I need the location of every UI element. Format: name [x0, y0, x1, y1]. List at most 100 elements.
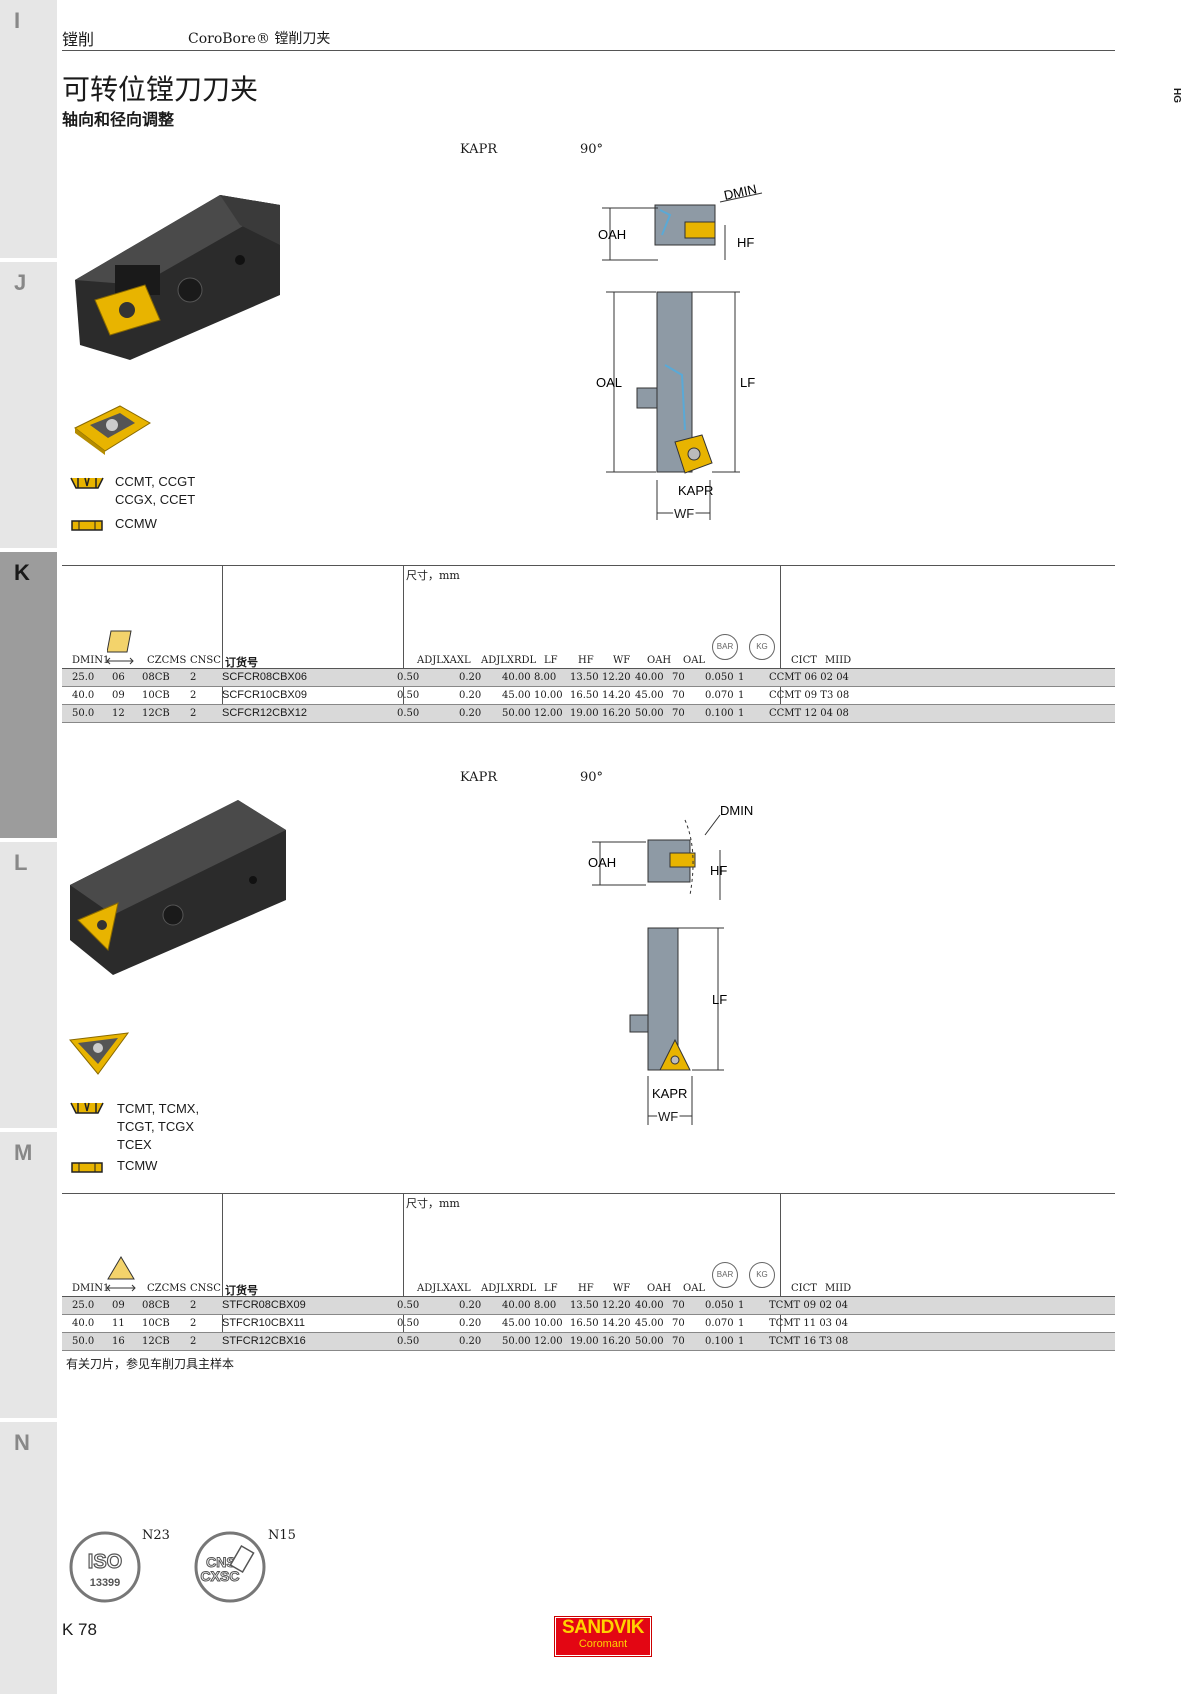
table-cell: 1: [738, 1300, 745, 1311]
table-cell: 0.50: [397, 690, 420, 701]
table-cell: 45.00: [635, 690, 664, 701]
table-cell: 16.20: [602, 708, 631, 719]
tab-i[interactable]: I: [0, 0, 57, 262]
col-header: CICT: [791, 1283, 817, 1294]
col-header: ADJLXAXL: [417, 655, 471, 666]
table-cell: TCMT 11 03 04: [769, 1318, 848, 1329]
tab-letter: J: [14, 270, 27, 295]
logo-wordmark: SANDVIK: [561, 1617, 645, 1638]
tab-l[interactable]: L: [0, 842, 57, 1132]
table-cell: 70: [672, 1336, 685, 1347]
table-cell: 0.50: [397, 708, 420, 719]
col-header: MIID: [825, 1283, 852, 1294]
side-mark: HG: [1171, 88, 1182, 103]
table-cell: 13.50: [570, 1300, 599, 1311]
bar-icon: BAR: [712, 1262, 738, 1288]
tab-j[interactable]: J: [0, 262, 57, 552]
table-cell: 50.0: [72, 708, 95, 719]
table-cell: 09: [112, 1300, 125, 1311]
svg-text:13399: 13399: [90, 1577, 121, 1589]
table-cell: 16.50: [570, 1318, 599, 1329]
table-cell: 8.00: [534, 1300, 557, 1311]
kapr-label: KAPR: [460, 770, 498, 785]
table-cell: 70: [672, 672, 685, 683]
order-code[interactable]: STFCR10CBX11: [222, 1317, 305, 1329]
insert-type: TCMW: [117, 1158, 158, 1173]
table-cell: 12: [112, 708, 125, 719]
col-header: ADJLXRDL: [481, 1283, 537, 1294]
table-cell: 40.00: [502, 1300, 531, 1311]
table-cell: 2: [190, 690, 197, 701]
col-header: DMIN1: [72, 655, 110, 666]
dim-label: WF: [674, 506, 694, 520]
table-cell: 10CB: [142, 690, 170, 701]
order-code[interactable]: STFCR08CBX09: [222, 1299, 306, 1311]
tab-m[interactable]: M: [0, 1132, 57, 1422]
table-cell: 14.20: [602, 690, 631, 701]
table-cell: 50.0: [72, 1336, 95, 1347]
table-cell: 0.50: [397, 672, 420, 683]
dim-label: OAL: [596, 375, 622, 390]
header-brand: CoroBore® 镗削刀夹: [188, 31, 331, 47]
order-code[interactable]: SCFCR12CBX12: [222, 707, 307, 719]
header-section: 镗削: [62, 30, 95, 49]
col-header: DMIN1: [72, 1283, 110, 1294]
table-cell: 06: [112, 672, 125, 683]
table-cell: 40.00: [635, 1300, 664, 1311]
tab-letter: L: [14, 850, 28, 875]
table-cell: 1: [738, 672, 745, 683]
col-header: HF: [578, 655, 594, 666]
table-cell: 12.00: [534, 708, 563, 719]
table-cell: 0.20: [459, 708, 482, 719]
col-header: HF: [578, 1283, 594, 1294]
col-header: ADJLXAXL: [417, 1283, 471, 1294]
table-cell: 0.20: [459, 1318, 482, 1329]
iso-13399-badge: ISO 13399: [69, 1531, 141, 1603]
dim-header: 尺寸，mm: [406, 1197, 460, 1210]
insert-shape-icon: [107, 1256, 136, 1292]
table-cell: 0.50: [397, 1300, 420, 1311]
table-cell: 70: [672, 708, 685, 719]
svg-text:ISO: ISO: [88, 1551, 122, 1573]
order-code[interactable]: SCFCR10CBX09: [222, 689, 307, 701]
table-cell: 70: [672, 690, 685, 701]
insert-type: CCMT, CCGT: [115, 474, 196, 489]
dim-label: LF: [740, 375, 755, 390]
table-cell: 1: [738, 1336, 745, 1347]
table-cell: 40.00: [502, 672, 531, 683]
table-cell: 09: [112, 690, 125, 701]
wiper-insert-icon: [71, 520, 103, 531]
kapr-value: 90°: [580, 770, 604, 785]
table-cell: 0.050: [705, 1300, 734, 1311]
badge-code: N23: [142, 1528, 170, 1543]
footnote: 有关刀片，参见车削刀具主样本: [66, 1357, 235, 1371]
table-cell: CCMT 09 T3 08: [769, 690, 850, 701]
table-cell: 50.00: [635, 708, 664, 719]
dim-label: DMIN: [720, 803, 753, 818]
tab-n[interactable]: N: [0, 1422, 57, 1698]
bar-icon: BAR: [712, 634, 738, 660]
table-cell: 08CB: [142, 672, 170, 683]
dim-label: DMIN: [723, 181, 759, 203]
insert-shape-icon: [107, 630, 134, 665]
col-header: LF: [544, 1283, 558, 1294]
col-header: OAL: [683, 655, 706, 666]
table-cell: 0.050: [705, 672, 734, 683]
insert-type: TCMT, TCMX,: [117, 1101, 200, 1116]
col-header: LF: [544, 655, 558, 666]
positive-insert-icon: [70, 477, 104, 489]
col-header: CZCMS: [147, 655, 187, 666]
tab-k[interactable]: K: [0, 552, 57, 842]
table-rule: [62, 668, 1115, 669]
dim-label: HF: [710, 863, 727, 878]
table-cell: 45.00: [635, 1318, 664, 1329]
dim-label: WF: [658, 1109, 678, 1124]
order-code[interactable]: SCFCR08CBX06: [222, 671, 307, 683]
table-divider: [780, 1193, 781, 1349]
table-cell: 2: [190, 1300, 197, 1311]
dim-label: OAH: [598, 227, 626, 242]
order-code[interactable]: STFCR12CBX16: [222, 1335, 306, 1347]
